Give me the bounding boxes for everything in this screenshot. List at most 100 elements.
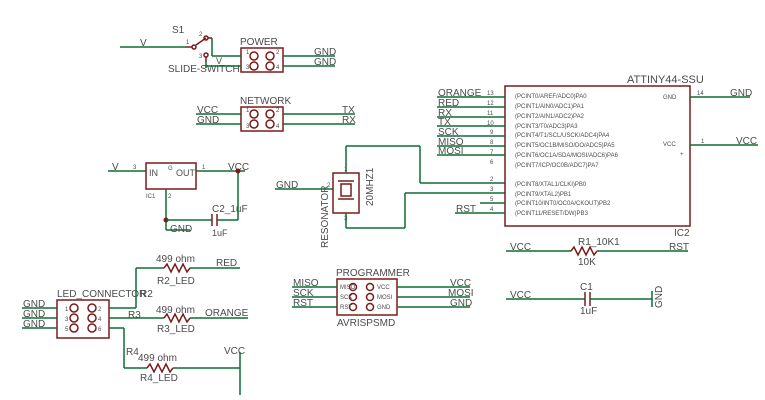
power-gnd-label-1: GND (314, 47, 336, 58)
regulator-in-label: IN (149, 168, 158, 178)
r4-led-label: R4_LED (140, 373, 178, 384)
r2-ohm-label: 499 ohm (156, 254, 195, 265)
power-pin-1 (249, 51, 259, 61)
attiny-pin-num-4: 4 (490, 207, 494, 213)
network-tx-label: TX (342, 105, 355, 116)
prog-pin-5 (348, 302, 358, 312)
attiny-gnd-net-label: GND (730, 88, 752, 99)
switch-pin-1: 1 (186, 40, 190, 46)
attiny-pin-num-10: 10 (487, 121, 494, 127)
resonator-body (332, 172, 360, 214)
switch-pin-3: 3 (199, 54, 203, 60)
attiny-pin-num-7: 7 (490, 150, 494, 156)
attiny-pin-num-6: 6 (490, 160, 494, 166)
regulator-gnd-label: GND (170, 224, 192, 235)
programmer-name-label: AVRISPSMD (337, 318, 395, 329)
regulator-pin-gnd-num: 2 (168, 194, 172, 200)
r1-rst-label: RST (669, 242, 689, 253)
led-conn-body (56, 299, 110, 339)
attiny-pin-num-1: 1 (701, 139, 705, 145)
prog-mosi-label: MOSI (448, 288, 474, 299)
regulator-out-label: OUT (176, 168, 196, 178)
attiny-body (504, 85, 691, 227)
led-pin-1 (69, 303, 79, 313)
net-label-rx: RX (438, 108, 452, 119)
attiny-pin-num-11: 11 (487, 111, 494, 117)
attiny-pin-name-pa1: (PCINT1/AIN0/ADC1)PA1 (515, 104, 585, 110)
attiny-pin-num-2: 2 (490, 177, 494, 183)
r4-net-label: VCC (224, 346, 245, 357)
led-pin-num-3: 3 (65, 317, 69, 323)
r2-net-label: RED (216, 258, 237, 269)
network-pin-1 (249, 109, 259, 119)
power-gnd-label-2: GND (314, 57, 336, 68)
attiny-pin-name-pb0: (PCINT8/XTAL1/CLKI)PB0 (515, 182, 587, 188)
led-pin-num-5: 5 (65, 327, 69, 333)
prog-miso-label: MISO (293, 278, 319, 289)
attiny-vcc-pin-label: VCC (663, 142, 676, 148)
regulator-pin-out-num: 1 (202, 165, 206, 171)
attiny-pin-name-pb3: (PCINT11/RESET/DW)PB3 (515, 211, 589, 217)
r4-resistor (146, 362, 174, 374)
c1-group: VCC C1 1uF GND (506, 282, 665, 317)
led-pin-2 (87, 303, 97, 313)
network-pin-num-1: 1 (246, 108, 250, 114)
led-gnd-label-3: GND (23, 319, 45, 330)
network-header-title: NETWORK (240, 96, 291, 107)
power-header-body (240, 47, 284, 73)
slide-switch-group: S1 V 1 2 3 SLIDE-SWITCH (120, 25, 240, 75)
attiny-pin-name-pa5: (PCINT5/OC1B/MISO/DO/ADC5)PA5 (515, 143, 615, 149)
network-header-group: NETWORK 1 2 3 4 VCC GND TX RX (196, 96, 356, 132)
led-connector-group: LED_CONNECTOR 1 2 3 4 5 6 GND GND GND R2… (22, 254, 249, 395)
switch-contact-c (203, 52, 209, 58)
cap2-ref-label: C2_1uF (212, 204, 248, 215)
attiny-pin-num-14: 14 (697, 91, 704, 97)
attiny-pin-name-pa7: (PCINT7/ICP/OC0B/ADC7)PA7 (515, 163, 599, 169)
net-label-red: RED (438, 98, 459, 109)
r1-ref-label: R1_10K1 (578, 237, 620, 248)
prog-pin-2 (365, 282, 375, 292)
resonator-group: GND 1 2 3 RESONATOR 20MHZ1 (275, 145, 505, 248)
prog-pin-name-1: MISO (340, 285, 356, 291)
programmer-title: PROGRAMMER (336, 268, 410, 279)
r1-value-label: 10K (578, 257, 596, 268)
attiny-ref-label: IC2 (674, 228, 690, 239)
led-pin-6 (87, 323, 97, 333)
power-header-group: POWER 1 2 3 4 V GND GND (205, 37, 336, 73)
prog-vcc-label: VCC (450, 278, 471, 289)
regulator-v-label: V (112, 162, 119, 173)
attiny44-group: ATTINY44-SSU IC2 GND VCC + (PCINT0/AREF/… (437, 74, 758, 239)
r1-resistor (570, 245, 598, 257)
r1-group: VCC RST R1_10K1 10K (506, 237, 689, 268)
power-pin-4 (265, 61, 275, 71)
network-vcc-label: VCC (197, 105, 218, 116)
led-pin-5 (69, 323, 79, 333)
r3-ref-label: R3 (128, 310, 141, 321)
switch-v-label: V (140, 38, 147, 49)
led-conn-title: LED_CONNECTOR (57, 289, 146, 300)
regulator-group: V 3 IN OUT G IC1 1 VCC 2 GND C2_1uF 1uF (108, 162, 249, 238)
c1-gnd-label: GND (654, 286, 665, 308)
network-gnd-label: GND (197, 115, 219, 126)
network-pin-num-3: 3 (246, 124, 250, 130)
prog-pin-name-3: SCK (340, 295, 352, 301)
net-label-sck: SCK (438, 127, 459, 138)
resonator-type-label: RESONATOR (320, 186, 331, 248)
led-pin-4 (87, 313, 97, 323)
prog-pin-3 (348, 292, 358, 302)
power-pin-num-1: 1 (246, 50, 250, 56)
network-pin-num-4: 4 (276, 124, 280, 130)
attiny-pin-name-pa4: (PCINT4/T1/SCL/USCK/ADC4)PA4 (515, 133, 610, 139)
r3-ohm-label: 499 ohm (156, 305, 195, 316)
attiny-pin-num-13: 13 (487, 91, 494, 97)
power-header-title: POWER (240, 37, 278, 48)
led-pin-num-2: 2 (98, 307, 102, 313)
power-pin-num-3: 3 (246, 65, 250, 71)
attiny-vcc-net-label: VCC (736, 136, 757, 147)
net-label-mosi: MOSI (438, 146, 464, 157)
r3-resistor (163, 312, 191, 324)
r1-vcc-label: VCC (510, 242, 531, 253)
attiny-pin-num-8: 8 (490, 140, 494, 146)
led-pin-num-1: 1 (65, 307, 69, 313)
power-v-label: V (216, 56, 222, 66)
